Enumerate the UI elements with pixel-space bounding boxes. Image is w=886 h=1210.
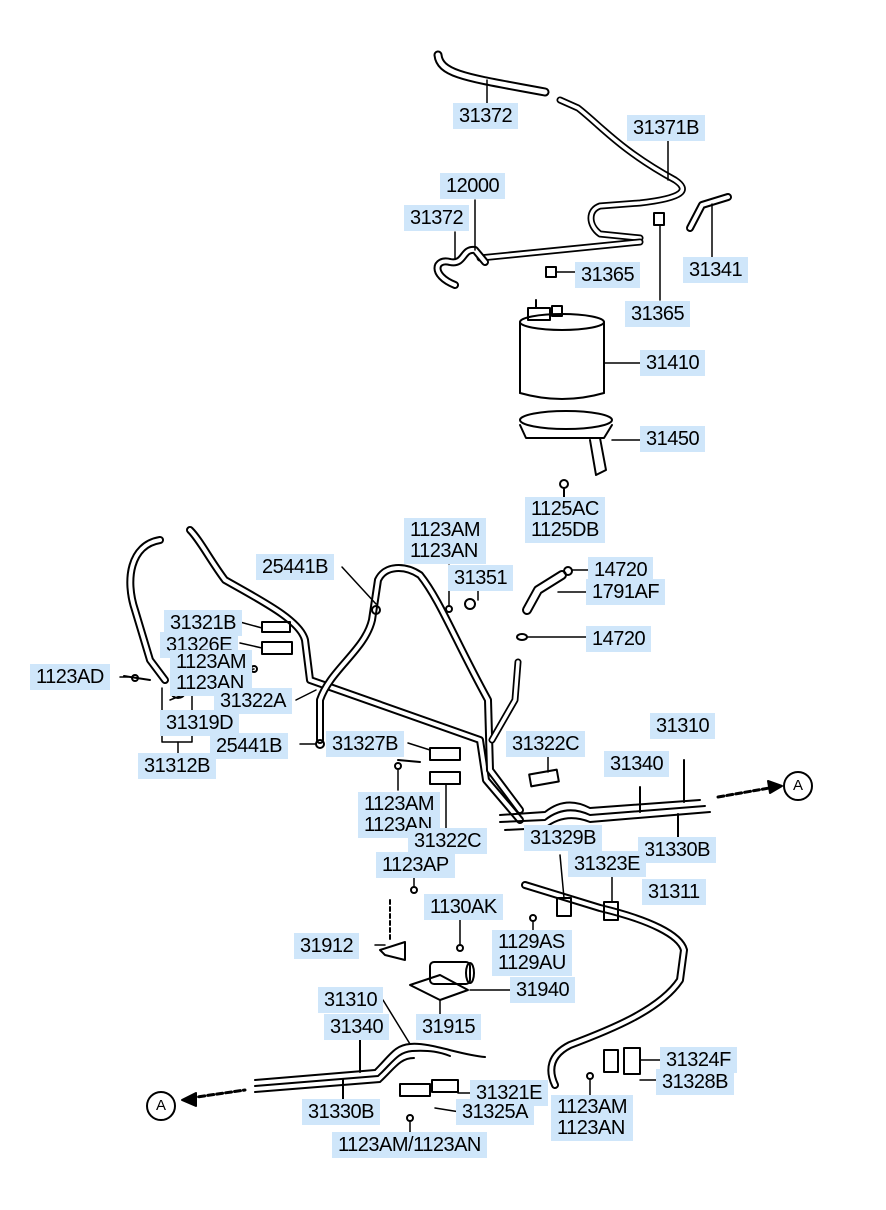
vapor-line-31371B	[476, 96, 686, 262]
bolt-1125AC	[559, 479, 569, 498]
label-31450: 31450	[640, 426, 706, 452]
label-1125DB: 1125DB	[531, 519, 599, 541]
label-14720-a: 14720	[588, 557, 654, 583]
label-31915: 31915	[416, 1014, 482, 1040]
label-31310-left: 31310	[318, 987, 384, 1013]
fuel-line-31319D	[126, 536, 169, 684]
clamp-31328B	[623, 1047, 641, 1075]
label-14720-b: 14720	[586, 626, 652, 652]
label-1123AM-bot: 1123AM	[557, 1096, 628, 1118]
arrow-to-A-right	[716, 780, 783, 799]
label-31340-left: 31340	[324, 1014, 390, 1040]
bolt-1123AD	[123, 674, 151, 682]
clamp-31326E	[261, 641, 293, 655]
clamp-31324F	[603, 1049, 619, 1073]
label-31330B-right: 31330B	[638, 837, 716, 863]
bolt-1123AM-top	[445, 598, 476, 613]
label-1791AF: 1791AF	[586, 579, 666, 605]
label-31372-mid: 31372	[404, 205, 470, 231]
label-1129AU: 1129AU	[498, 952, 566, 974]
bolt-1123AM-mid	[394, 759, 421, 770]
label-1123AD: 1123AD	[30, 664, 110, 690]
hose-31372-top	[433, 50, 550, 97]
label-31310-right: 31310	[650, 713, 716, 739]
label-31328B: 31328B	[656, 1069, 734, 1095]
bolt-1129AS	[529, 914, 537, 922]
hose-25441B	[316, 564, 524, 814]
label-1129AS: 1129AS	[498, 931, 565, 953]
label-1123AM-1123AN: 1123AM/1123AN	[332, 1132, 487, 1158]
clamp-31323E	[603, 901, 619, 921]
label-31371B: 31371B	[627, 115, 705, 141]
label-1123AN-bot: 1123AN	[557, 1117, 625, 1139]
label-31372-top: 31372	[453, 103, 519, 129]
bolt-1130AK	[456, 944, 464, 952]
label-1123AP: 1123AP	[376, 852, 455, 878]
canister-31410	[519, 299, 605, 400]
clip-31365-a	[545, 266, 557, 278]
label-1125AC: 1125AC	[531, 498, 599, 520]
label-1123AM-mid: 1123AM	[364, 793, 435, 815]
label-31311: 31311	[642, 879, 706, 905]
label-31322A: 31322A	[214, 688, 292, 714]
hose-12000	[433, 245, 489, 289]
label-31912: 31912	[294, 933, 360, 959]
leader-lines	[119, 79, 713, 1133]
clamp-31322C-a	[528, 768, 560, 788]
label-31330B-left: 31330B	[302, 1099, 380, 1125]
label-31327B: 31327B	[326, 731, 404, 757]
label-31312B: 31312B	[138, 753, 216, 779]
hose-1791AF	[516, 566, 573, 641]
fuel-line-31311	[521, 881, 688, 1089]
clamp-31322C-b	[429, 771, 461, 785]
bolt-1123AM-bot	[586, 1072, 594, 1080]
clip-31365-b	[653, 212, 665, 226]
label-31319D: 31319D	[160, 710, 240, 736]
fuel-lines-left	[254, 1037, 486, 1101]
label-31410: 31410	[640, 350, 706, 376]
label-31365-a: 31365	[575, 262, 641, 288]
label-31322C-b: 31322C	[408, 828, 488, 854]
fuel-line-vertical	[488, 658, 522, 744]
fuel-line-31322A	[186, 526, 524, 824]
label-31324F: 31324F	[660, 1047, 737, 1073]
label-25441B-top: 25441B	[256, 554, 334, 580]
clamp-31321E	[399, 1079, 459, 1097]
marker-A-left: A	[146, 1091, 176, 1121]
label-31322C-a: 31322C	[506, 731, 586, 757]
bracket-31912	[379, 899, 406, 961]
label-1123AN-top: 1123AN	[410, 540, 478, 562]
label-1123AM-top: 1123AM	[410, 519, 481, 541]
arrow-to-A-left	[181, 1088, 247, 1107]
bracket-31450	[519, 410, 613, 476]
clamp-31327B	[429, 747, 461, 761]
fuel-filter-31940	[409, 961, 475, 1001]
clamp-31321B	[261, 621, 291, 633]
label-31323E: 31323E	[568, 851, 646, 877]
bolt-1123AP	[410, 886, 418, 894]
label-31325A: 31325A	[456, 1099, 534, 1125]
label-31329B: 31329B	[524, 825, 602, 851]
label-25441B-mid: 25441B	[210, 733, 288, 759]
label-31351: 31351	[448, 565, 514, 591]
label-31940: 31940	[510, 977, 576, 1003]
label-31365-b: 31365	[625, 301, 691, 327]
label-12000: 12000	[440, 173, 506, 199]
bolt-1123AM-AN	[406, 1114, 414, 1122]
label-1123AM-left: 1123AM	[176, 651, 247, 673]
label-1130AK: 1130AK	[424, 894, 503, 920]
label-31340-right: 31340	[604, 751, 670, 777]
label-31321B-top: 31321B	[164, 610, 242, 636]
clip-25441B-top	[371, 605, 381, 615]
label-31341: 31341	[683, 257, 749, 283]
hose-31341	[686, 193, 732, 232]
marker-A-right: A	[783, 771, 813, 801]
